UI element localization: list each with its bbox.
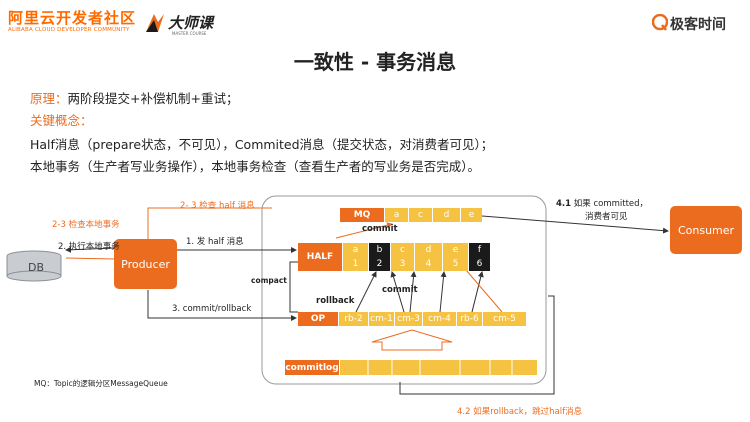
consumer-node: Consumer xyxy=(670,206,742,254)
rollback-label: rollback xyxy=(316,296,355,306)
op-cell: cm-4 xyxy=(422,312,456,326)
key-concepts-label: 关键概念： xyxy=(30,113,93,128)
alibaba-cloud-logo: 阿里云开发者社区 xyxy=(8,9,137,27)
half-cell: b xyxy=(368,243,390,257)
consumer-note-text: 如果 committed， xyxy=(573,199,649,209)
half-message-definition: Half消息（prepare状态，不可见），Commited消息（提交状态，对消… xyxy=(30,137,494,152)
exec-local-label: 2. 执行本地事务 xyxy=(58,242,120,252)
footnote: MQ：Topic的逻辑分区MessageQueue xyxy=(34,379,168,388)
half-cell: d xyxy=(414,243,442,257)
commit-top-label: commit xyxy=(362,224,398,234)
op-cell: cm-1 xyxy=(368,312,394,326)
producer-node: Producer xyxy=(114,239,177,289)
half-index: 1 xyxy=(342,257,368,271)
op-cell: cm-3 xyxy=(394,312,422,326)
half-cell: c xyxy=(390,243,414,257)
consumer-note-line2: 消费者可见 xyxy=(585,212,628,222)
half-cell: e xyxy=(442,243,468,257)
principle-text: 两阶段提交+补偿机制+重试； xyxy=(67,91,239,106)
skip-half-note: 4.2 如果rollback，跳过half消息 xyxy=(457,407,583,417)
db-label: DB xyxy=(27,260,45,274)
op-header: OP xyxy=(298,312,338,326)
mq-cell: c xyxy=(408,208,432,222)
alibaba-cloud-logo-subtitle: ALIBABA CLOUD DEVELOPER COMMUNITY xyxy=(8,27,130,33)
geektime-logo: 极客时间 xyxy=(670,17,726,33)
mq-header: MQ xyxy=(340,208,384,222)
half-index: 6 xyxy=(468,257,490,271)
geektime-logo-icon xyxy=(652,14,668,31)
commitlog-segments xyxy=(367,360,513,375)
principle-line: 原理：两阶段提交+补偿机制+重试； xyxy=(30,88,238,107)
mq-cell: d xyxy=(432,208,460,222)
commitlog-bar xyxy=(339,360,537,375)
check-local-label: 2-3 检查本地事务 xyxy=(52,220,120,230)
half-header: HALF xyxy=(298,243,342,271)
master-course-logo-icon xyxy=(146,14,164,32)
compact-label: compact xyxy=(251,276,287,285)
op-cell: rb-6 xyxy=(456,312,482,326)
mq-cell: a xyxy=(384,208,408,222)
half-index: 4 xyxy=(414,257,442,271)
half-cell: a xyxy=(342,243,368,257)
principle-label: 原理： xyxy=(30,91,68,106)
master-course-logo: 大师课 xyxy=(168,14,214,32)
op-cell: rb-2 xyxy=(338,312,368,326)
consumer-note-line1: 4.1 如果 committed， xyxy=(556,197,648,209)
commit-rollback-label: 3. commit/rollback xyxy=(172,304,252,314)
mq-cell: e xyxy=(460,208,482,222)
master-course-logo-subtitle: MASTER COURSE xyxy=(172,31,207,36)
send-half-label: 1. 发 half 消息 xyxy=(186,237,244,247)
local-transaction-definition: 本地事务（生产者写业务操作），本地事务检查（查看生产者的写业务是否完成）。 xyxy=(30,159,481,174)
consumer-note-number: 4.1 xyxy=(556,199,572,209)
op-cell: cm-5 xyxy=(482,312,526,326)
commit-mid-label: commit xyxy=(382,285,418,295)
commitlog-header: commitlog xyxy=(285,360,339,375)
half-index: 3 xyxy=(390,257,414,271)
half-index: 5 xyxy=(442,257,468,271)
half-cell: f xyxy=(468,243,490,257)
check-half-label: 2- 3 检查 half 消息 xyxy=(180,201,255,211)
page-title: 一致性 - 事务消息 xyxy=(293,50,457,74)
half-index: 2 xyxy=(368,257,390,271)
